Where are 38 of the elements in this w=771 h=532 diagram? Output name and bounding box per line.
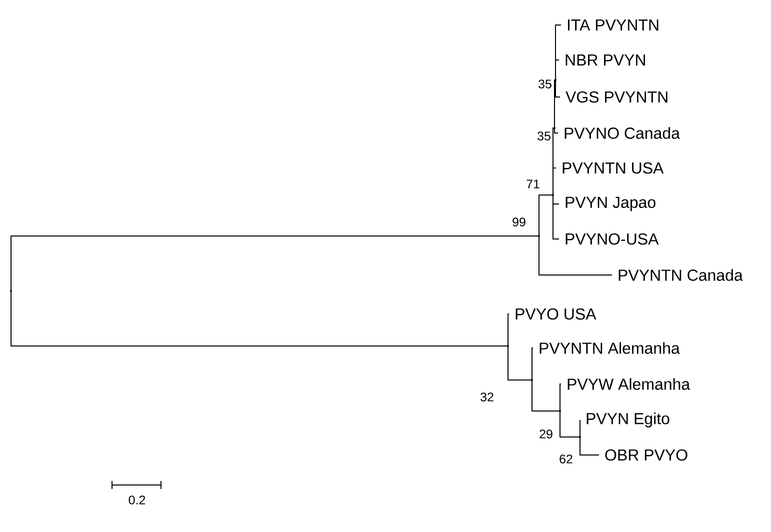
taxon-label: PVYO USA bbox=[516, 308, 596, 320]
taxon-label: PVYNO Canada bbox=[564, 127, 680, 139]
tree-branch bbox=[554, 128, 558, 134]
tree-branch bbox=[555, 60, 560, 80]
bootstrap-value: 35 bbox=[538, 132, 550, 140]
taxon-label: NBR PVYN bbox=[566, 54, 645, 66]
bootstrap-value: 62 bbox=[560, 454, 572, 464]
tree-branch bbox=[580, 436, 600, 456]
taxon-label: PVYNTN Canada bbox=[618, 269, 743, 281]
tree-branch bbox=[554, 80, 556, 128]
taxon-label: PVYN Egito bbox=[586, 412, 670, 428]
tree-branch bbox=[560, 410, 580, 438]
bootstrap-value: 99 bbox=[512, 218, 526, 226]
tree-branch bbox=[532, 379, 560, 412]
bootstrap-value: 71 bbox=[526, 180, 540, 188]
tree-branch bbox=[508, 345, 532, 380]
bootstrap-value: 35 bbox=[538, 80, 552, 88]
taxon-label: PVYW Alemanha bbox=[568, 378, 690, 390]
taxon-label: PVYN Japao bbox=[566, 196, 656, 212]
tree-branch bbox=[10, 236, 540, 292]
tree-branch bbox=[10, 290, 508, 346]
bootstrap-value: 29 bbox=[540, 430, 552, 438]
tree-branch bbox=[552, 167, 556, 196]
tree-branch bbox=[552, 194, 560, 240]
scale-label: 0.2 bbox=[128, 496, 146, 504]
tree-branch bbox=[532, 347, 534, 380]
bootstrap-value: 32 bbox=[480, 392, 494, 402]
tree-branch bbox=[508, 313, 510, 346]
tree-branch bbox=[560, 384, 562, 412]
taxon-label: ITA PVYNTN bbox=[568, 19, 658, 30]
taxon-label: VGS PVYNTN bbox=[566, 91, 668, 103]
tree-branch bbox=[538, 194, 554, 236]
tree-branch bbox=[555, 80, 560, 98]
taxon-label: PVYNO-USA bbox=[566, 233, 659, 245]
taxon-label: PVYNTN Alemanha bbox=[540, 342, 680, 354]
taxon-label: OBR PVYO bbox=[605, 449, 688, 461]
taxon-label: PVYNTN USA bbox=[562, 162, 664, 174]
tree-branch bbox=[538, 236, 612, 276]
